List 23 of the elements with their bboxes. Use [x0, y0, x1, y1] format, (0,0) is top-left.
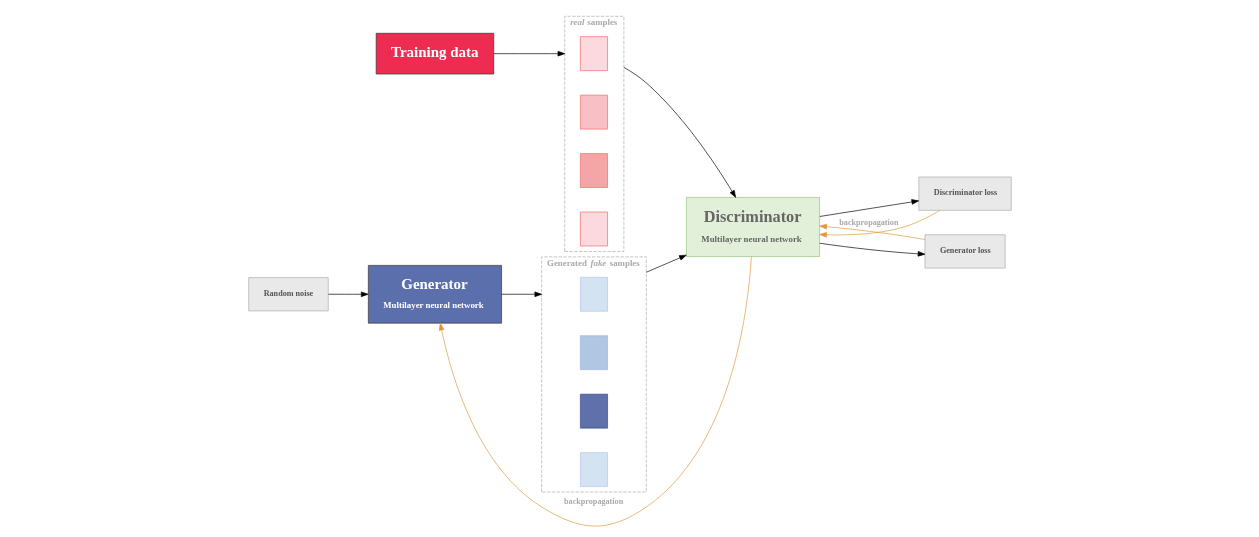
- arrow: [819, 199, 919, 217]
- arrow: [818, 223, 925, 240]
- node-box: [579, 393, 608, 429]
- cluster: Generated fake samples: [540, 256, 647, 493]
- node-box: [579, 153, 608, 188]
- arrow: [500, 291, 542, 297]
- arrow: [818, 242, 925, 257]
- arrow: [623, 67, 736, 198]
- arrow: [493, 50, 565, 57]
- node-box: Generator Multilayer neural network: [367, 265, 502, 324]
- arrow: [645, 254, 687, 273]
- arrow: [327, 291, 368, 297]
- node-box: [579, 276, 608, 312]
- node-box: [579, 36, 608, 71]
- node-box: [579, 335, 608, 371]
- arrow: [438, 256, 752, 527]
- arrow: [818, 210, 940, 238]
- cluster: real samples: [563, 15, 624, 252]
- node-box: [579, 211, 608, 247]
- node-box: [579, 452, 608, 487]
- node-box: [579, 94, 608, 130]
- node-box: Training data: [375, 32, 494, 75]
- node-box: Discriminator Multilayer neural network: [685, 197, 820, 257]
